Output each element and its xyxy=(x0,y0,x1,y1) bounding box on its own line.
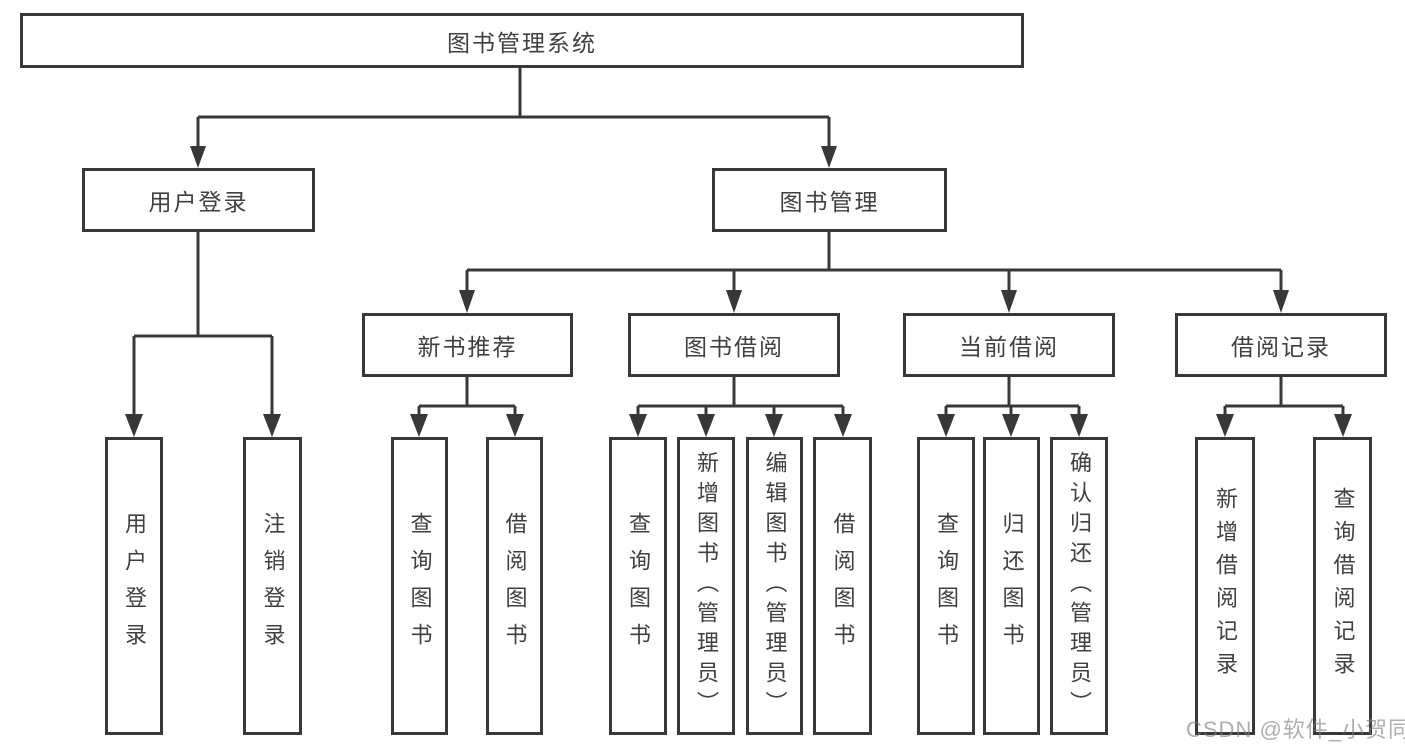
leaf-label: 新增图书（管理员） xyxy=(694,451,719,721)
node-label: 图书管理系统 xyxy=(447,29,597,56)
leaf-label: 查询图书 xyxy=(407,512,433,660)
node-book-management: 图书管理 xyxy=(712,168,947,232)
node-borrowing-records: 借阅记录 xyxy=(1175,313,1387,377)
leaf-user-login: 用户登录 xyxy=(105,437,163,735)
node-user-login: 用户登录 xyxy=(82,168,315,232)
leaf-confirm-return-admin: 确认归还（管理员） xyxy=(1050,437,1108,735)
leaf-label: 借阅图书 xyxy=(502,512,528,660)
leaf-borrow-books-1: 借阅图书 xyxy=(486,437,543,735)
leaf-label: 新增借阅记录 xyxy=(1213,487,1238,685)
leaf-label: 注销登录 xyxy=(260,512,286,660)
leaf-add-book-admin: 新增图书（管理员） xyxy=(677,437,735,735)
leaf-query-books-1: 查询图书 xyxy=(391,437,448,735)
node-current-borrowing: 当前借阅 xyxy=(903,313,1115,377)
node-label: 用户登录 xyxy=(148,189,249,215)
leaf-query-books-2: 查询图书 xyxy=(609,437,667,735)
leaf-label: 查询图书 xyxy=(626,512,651,660)
leaf-add-borrow-record: 新增借阅记录 xyxy=(1195,437,1255,735)
leaf-logout: 注销登录 xyxy=(243,437,302,735)
node-library-management-system: 图书管理系统 xyxy=(20,13,1024,68)
node-new-book-recommendation: 新书推荐 xyxy=(362,313,573,377)
watermark: CSDN @软件_小贺同学 xyxy=(1186,717,1405,742)
leaf-query-books-3: 查询图书 xyxy=(917,437,975,735)
leaf-label: 用户登录 xyxy=(122,512,147,660)
node-label: 新书推荐 xyxy=(417,334,518,360)
leaf-edit-book-admin: 编辑图书（管理员） xyxy=(746,437,803,735)
leaf-return-books: 归还图书 xyxy=(983,437,1040,735)
node-label: 借阅记录 xyxy=(1231,334,1331,360)
arrowheads xyxy=(125,146,1352,437)
node-book-borrowing: 图书借阅 xyxy=(628,313,840,377)
leaf-borrow-books-2: 借阅图书 xyxy=(813,437,872,735)
leaf-query-borrow-record: 查询借阅记录 xyxy=(1313,437,1372,735)
leaf-label: 查询图书 xyxy=(934,512,959,660)
node-label: 当前借阅 xyxy=(959,334,1059,360)
node-label: 图书管理 xyxy=(779,189,880,215)
leaf-label: 归还图书 xyxy=(999,512,1025,660)
leaf-label: 查询借阅记录 xyxy=(1330,487,1356,685)
leaf-label: 编辑图书（管理员） xyxy=(762,451,788,721)
node-label: 图书借阅 xyxy=(684,334,784,360)
leaf-label: 借阅图书 xyxy=(830,512,856,660)
leaf-label: 确认归还（管理员） xyxy=(1067,451,1092,721)
